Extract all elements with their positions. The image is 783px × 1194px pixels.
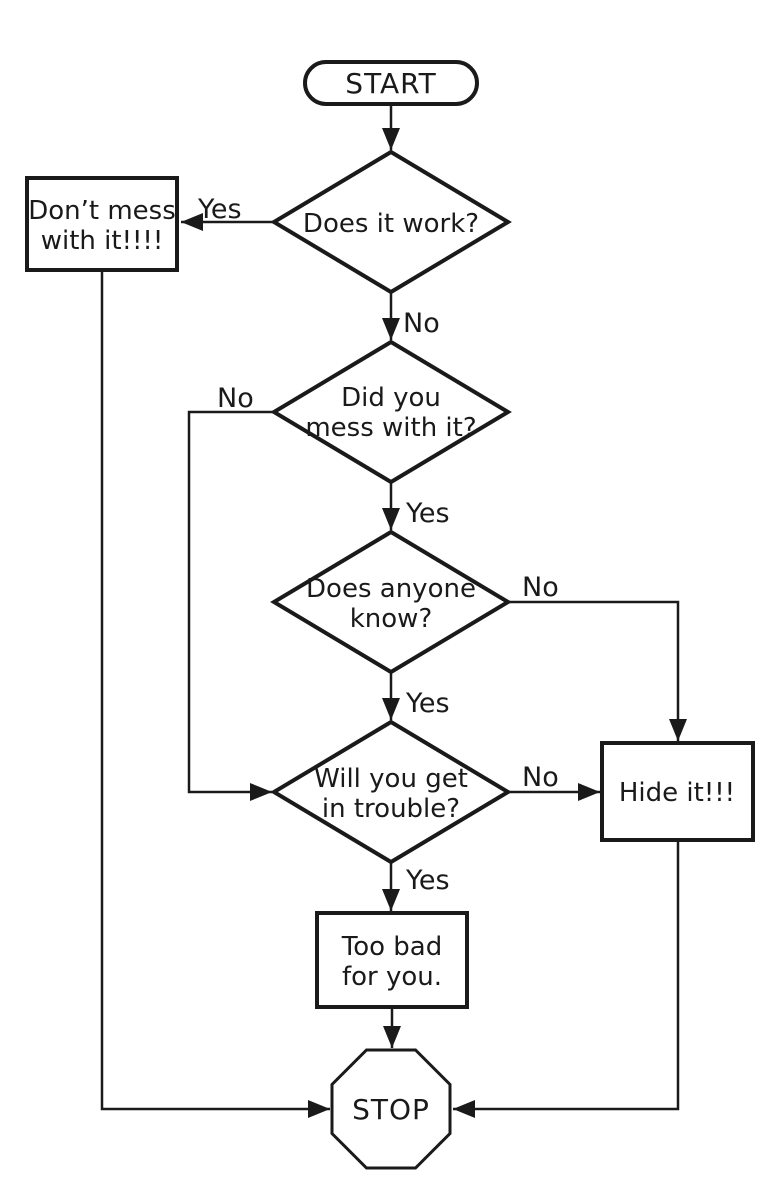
decision-trouble-line2: in trouble? <box>322 794 460 824</box>
edge-dont-mess-to-stop <box>100 270 330 1118</box>
process-too-bad-shape <box>315 911 469 1009</box>
decision-does-anyone-know-shape <box>270 529 512 675</box>
decision-will-you-get-in-trouble-shape <box>270 719 512 865</box>
decision-did-you-mess-line1: Did you <box>341 383 441 413</box>
process-dont-mess-line2: with it!!!! <box>41 226 164 256</box>
process-hide-it-shape <box>600 741 755 842</box>
label-did-you-mess-no: No <box>217 383 254 414</box>
label-does-it-work-no: No <box>403 308 440 339</box>
process-too-bad-line2: for you. <box>342 962 442 992</box>
label-trouble-no: No <box>522 762 559 793</box>
label-does-anyone-know-no: No <box>522 572 559 603</box>
label-does-anyone-know-yes: Yes <box>405 688 450 719</box>
edge-did-you-mess-no-to-trouble <box>187 410 274 801</box>
start-terminator-shape <box>303 60 479 106</box>
decision-does-it-work-shape <box>270 149 512 295</box>
label-does-it-work-yes: Yes <box>197 194 242 225</box>
decision-trouble-line1: Will you get <box>314 764 468 794</box>
process-hide-it-text: Hide it!!! <box>619 778 735 808</box>
stop-label: STOP <box>352 1093 430 1126</box>
decision-did-you-mess-shape <box>270 339 512 485</box>
edge-does-anyone-know-no-to-hide-it <box>508 600 687 741</box>
decision-does-anyone-know-line1: Does anyone <box>306 574 476 604</box>
decision-does-it-work-text: Does it work? <box>303 209 479 239</box>
label-trouble-yes: Yes <box>405 865 450 896</box>
process-dont-mess-line1: Don’t mess <box>28 196 176 226</box>
edge-hide-it-to-stop <box>453 840 680 1118</box>
process-dont-mess-shape <box>25 176 179 272</box>
process-too-bad-line1: Too bad <box>341 932 442 962</box>
stop-octagon-shape <box>330 1048 452 1170</box>
decision-did-you-mess-line2: mess with it? <box>305 413 476 443</box>
label-did-you-mess-yes: Yes <box>405 498 450 529</box>
decision-does-anyone-know-line2: know? <box>350 604 433 634</box>
start-label: START <box>345 67 436 100</box>
